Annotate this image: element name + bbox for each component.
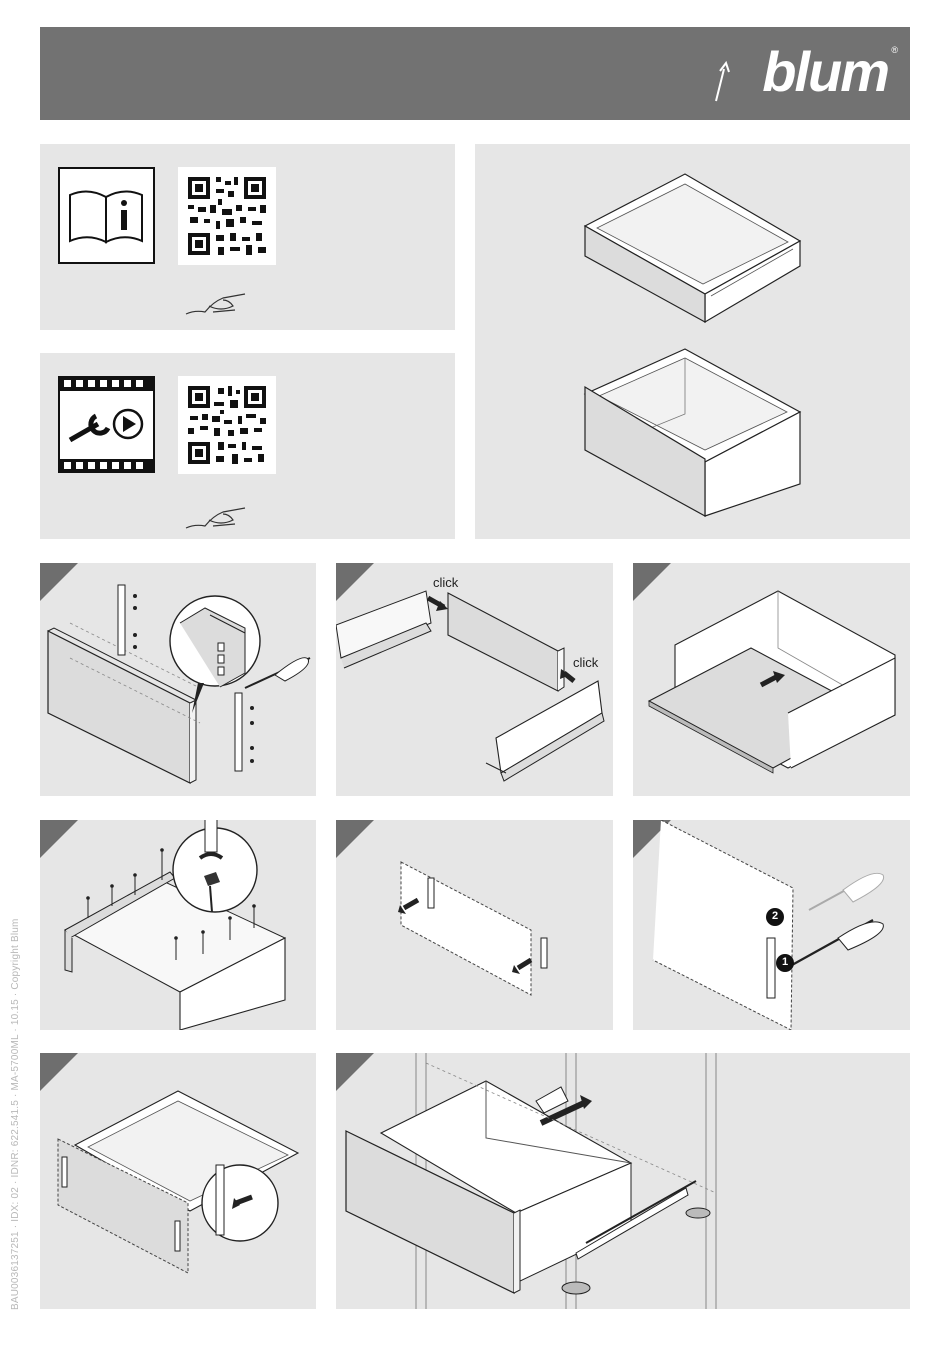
front-panel-illustration xyxy=(40,563,316,796)
registered-mark: ® xyxy=(891,45,898,55)
step-7-panel xyxy=(40,1053,316,1309)
manual-info-icon xyxy=(58,167,156,265)
step-5-panel xyxy=(336,820,613,1030)
bottom-panel-illustration xyxy=(633,563,910,796)
height-adjust-illustration xyxy=(633,820,910,1030)
front-mount-illustration xyxy=(40,1053,316,1309)
step-6-panel: 2 1 xyxy=(633,820,910,1030)
step-4-panel xyxy=(40,820,316,1030)
front-bracket-illustration xyxy=(336,820,613,1030)
qr-code-icon[interactable] xyxy=(178,376,276,474)
document-id-text: BAU0036137251 · IDX: 02 · IDNR: 622.541.… xyxy=(10,918,21,1310)
pointing-hand-icon xyxy=(183,496,253,536)
drawer-insert-illustration xyxy=(336,1053,910,1309)
assembly-video-panel xyxy=(40,353,455,539)
marker-1: 1 xyxy=(780,956,790,968)
assembly-video-icon xyxy=(58,376,156,474)
marker-2: 2 xyxy=(770,910,780,922)
step-2-panel: click click xyxy=(336,563,613,796)
screw-fixing-illustration xyxy=(40,820,316,1030)
logo-arrow-icon xyxy=(710,57,740,107)
blum-logo: blum xyxy=(762,37,888,107)
product-overview-panel xyxy=(475,144,910,539)
back-panel-illustration xyxy=(336,563,613,796)
header-banner: blum ® xyxy=(40,27,910,120)
step-1-panel xyxy=(40,563,316,796)
qr-code-icon[interactable] xyxy=(178,167,276,265)
pointing-hand-icon xyxy=(183,282,253,322)
drawer-low-illustration xyxy=(475,144,910,539)
step-3-panel xyxy=(633,563,910,796)
step-8-panel xyxy=(336,1053,910,1309)
manual-info-panel xyxy=(40,144,455,330)
